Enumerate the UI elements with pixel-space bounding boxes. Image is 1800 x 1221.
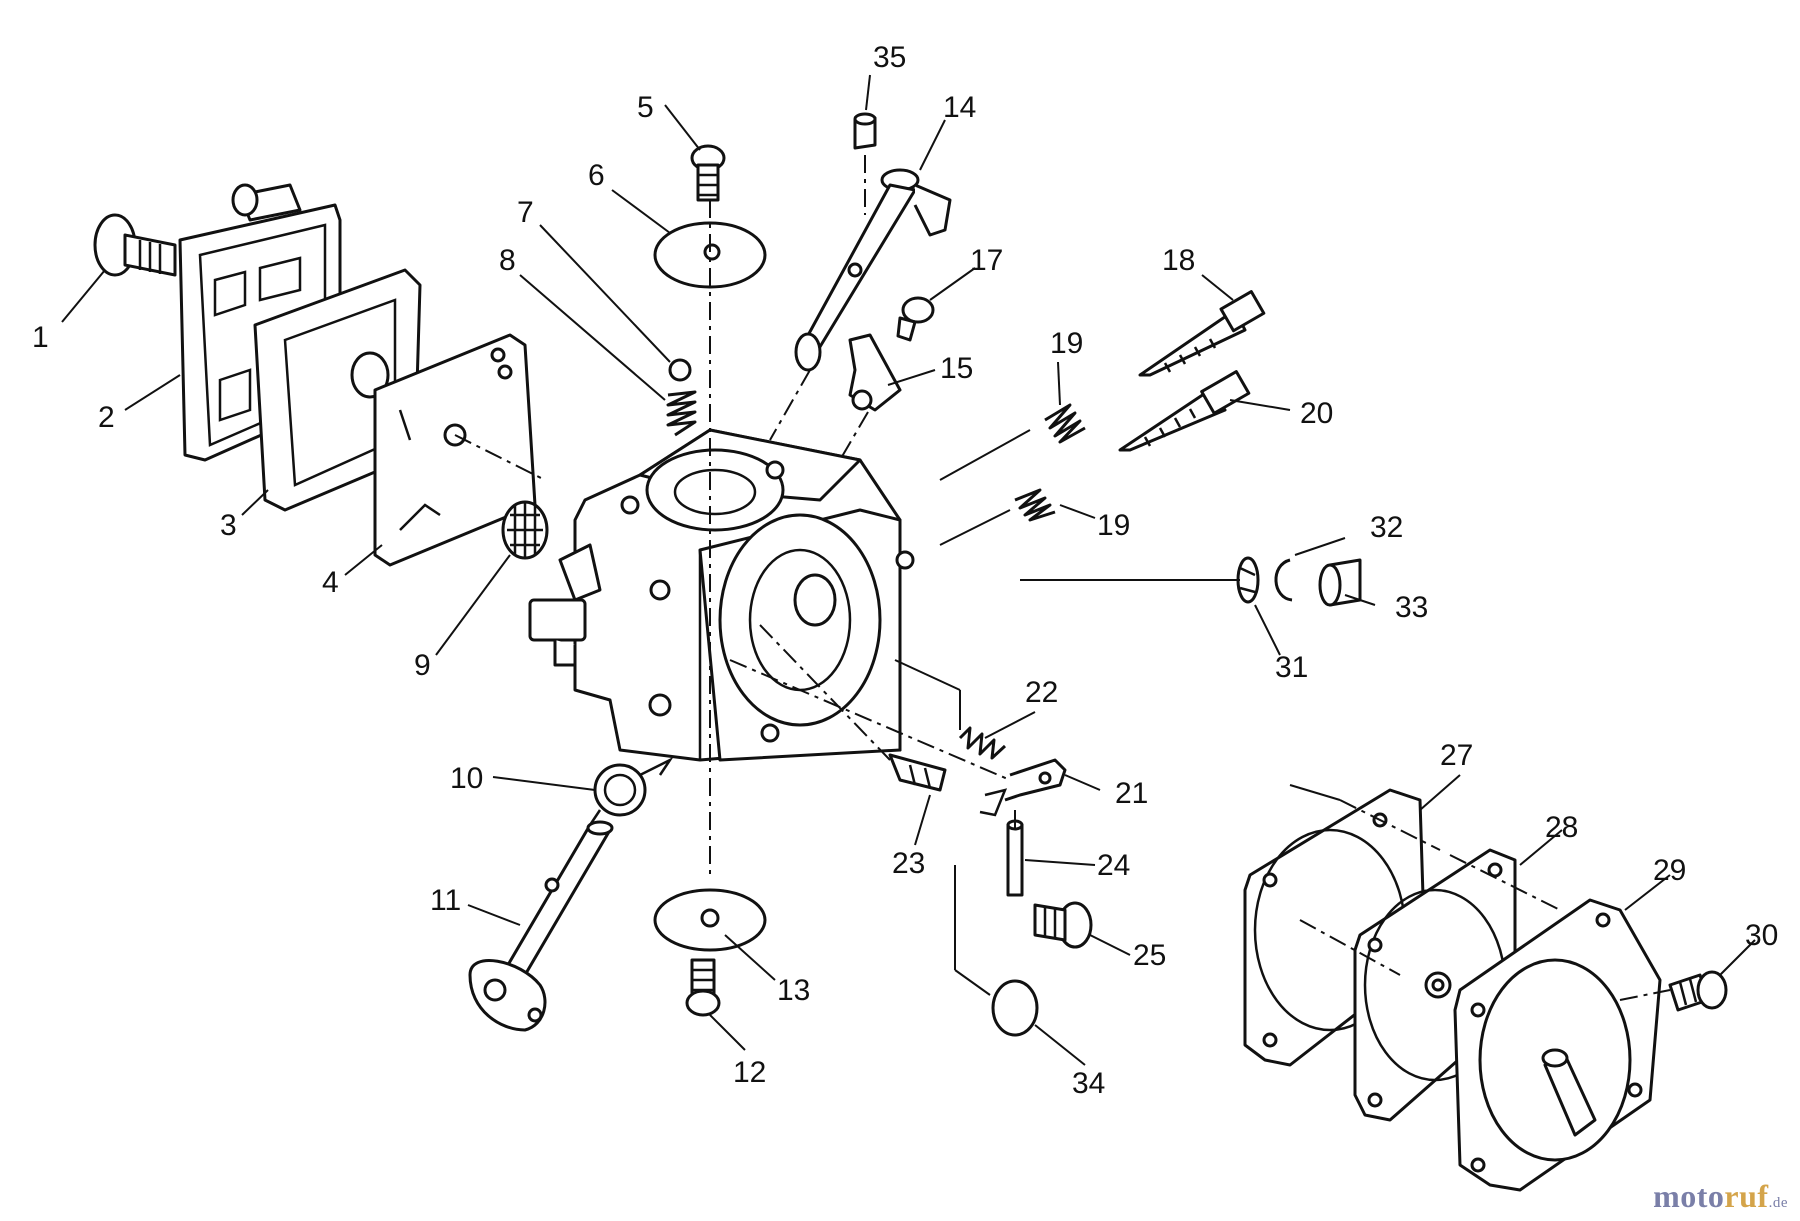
- callout-10: 10: [450, 762, 483, 795]
- callout-3: 3: [220, 509, 237, 542]
- watermark-suffix: .de: [1768, 1195, 1788, 1211]
- part-22-spring: [958, 726, 1007, 760]
- callout-18: 18: [1162, 244, 1195, 277]
- watermark-logo: motoruf.de: [1653, 1178, 1788, 1215]
- part-19-spring-lower: [1014, 488, 1056, 522]
- callout-19a: 19: [1050, 327, 1083, 360]
- part-11-shaft: [468, 820, 614, 1032]
- callout-30: 30: [1745, 919, 1778, 952]
- part-10-spring: [588, 756, 674, 826]
- callout-6: 6: [588, 159, 605, 192]
- callout-29: 29: [1653, 854, 1686, 887]
- callout-31: 31: [1275, 651, 1308, 684]
- callout-24: 24: [1097, 849, 1130, 882]
- part-7-ball: [668, 358, 692, 382]
- part-30-screw: [1668, 970, 1728, 1012]
- part-29-cover: [1453, 898, 1662, 1192]
- callout-32: 32: [1370, 511, 1403, 544]
- part-28-diaphragm: [1353, 848, 1517, 1122]
- part-33-bushing: [1318, 558, 1362, 607]
- part-35-cap: [853, 112, 877, 150]
- callout-9: 9: [414, 649, 431, 682]
- part-32-clip: [1274, 558, 1293, 602]
- callout-25: 25: [1133, 939, 1166, 972]
- callout-7: 7: [517, 196, 534, 229]
- part-8-spring: [666, 390, 697, 437]
- callout-13: 13: [777, 974, 810, 1007]
- part-18-needle: [1138, 290, 1266, 377]
- callout-23: 23: [892, 847, 925, 880]
- part-6-disc: [653, 221, 767, 289]
- callout-28: 28: [1545, 811, 1578, 844]
- callout-labels: 1 2 3 4 5 6 7 8 9 10 11 12 13 14 15 17 1…: [32, 41, 1778, 1100]
- part-34-plug: [991, 979, 1039, 1037]
- callout-17: 17: [970, 244, 1003, 277]
- callout-5: 5: [637, 91, 654, 124]
- part-17-screw: [896, 296, 935, 342]
- part-4-plate: [373, 333, 537, 567]
- part-9-filter-screen: [501, 500, 549, 560]
- part-15-lever: [848, 333, 902, 412]
- part-21-lever-arm: [979, 758, 1067, 817]
- callout-2: 2: [98, 401, 115, 434]
- part-25-screw: [1033, 901, 1093, 949]
- part-14-shaft: [794, 168, 952, 372]
- part-31-washer: [1236, 556, 1260, 604]
- part-19-spring-upper: [1044, 403, 1086, 444]
- callout-33: 33: [1395, 591, 1428, 624]
- callout-15: 15: [940, 352, 973, 385]
- callout-27: 27: [1440, 739, 1473, 772]
- part-5-screw: [690, 144, 726, 202]
- watermark-part1: moto: [1653, 1178, 1725, 1214]
- callout-14: 14: [943, 91, 976, 124]
- leader-lines: [61, 74, 1756, 1066]
- part-20-needle: [1118, 370, 1251, 452]
- callout-20: 20: [1300, 397, 1333, 430]
- watermark-part2: ruf: [1724, 1178, 1769, 1214]
- callout-19b: 19: [1097, 509, 1130, 542]
- part-12-screw: [685, 958, 721, 1017]
- callout-1: 1: [32, 321, 49, 354]
- callout-35: 35: [873, 41, 906, 74]
- part-13-disc: [653, 888, 767, 952]
- callout-4: 4: [322, 566, 339, 599]
- part-1-screw: [93, 213, 177, 277]
- carburetor-body: [528, 428, 915, 762]
- part-23-needle-valve: [888, 753, 947, 792]
- callout-12: 12: [733, 1056, 766, 1089]
- callout-11: 11: [430, 884, 461, 917]
- callout-34: 34: [1072, 1067, 1105, 1100]
- callout-8: 8: [499, 244, 516, 277]
- callout-21: 21: [1115, 777, 1148, 810]
- part-24-pin: [1006, 819, 1024, 897]
- callout-22: 22: [1025, 676, 1058, 709]
- assembly-lines: [454, 155, 1671, 1001]
